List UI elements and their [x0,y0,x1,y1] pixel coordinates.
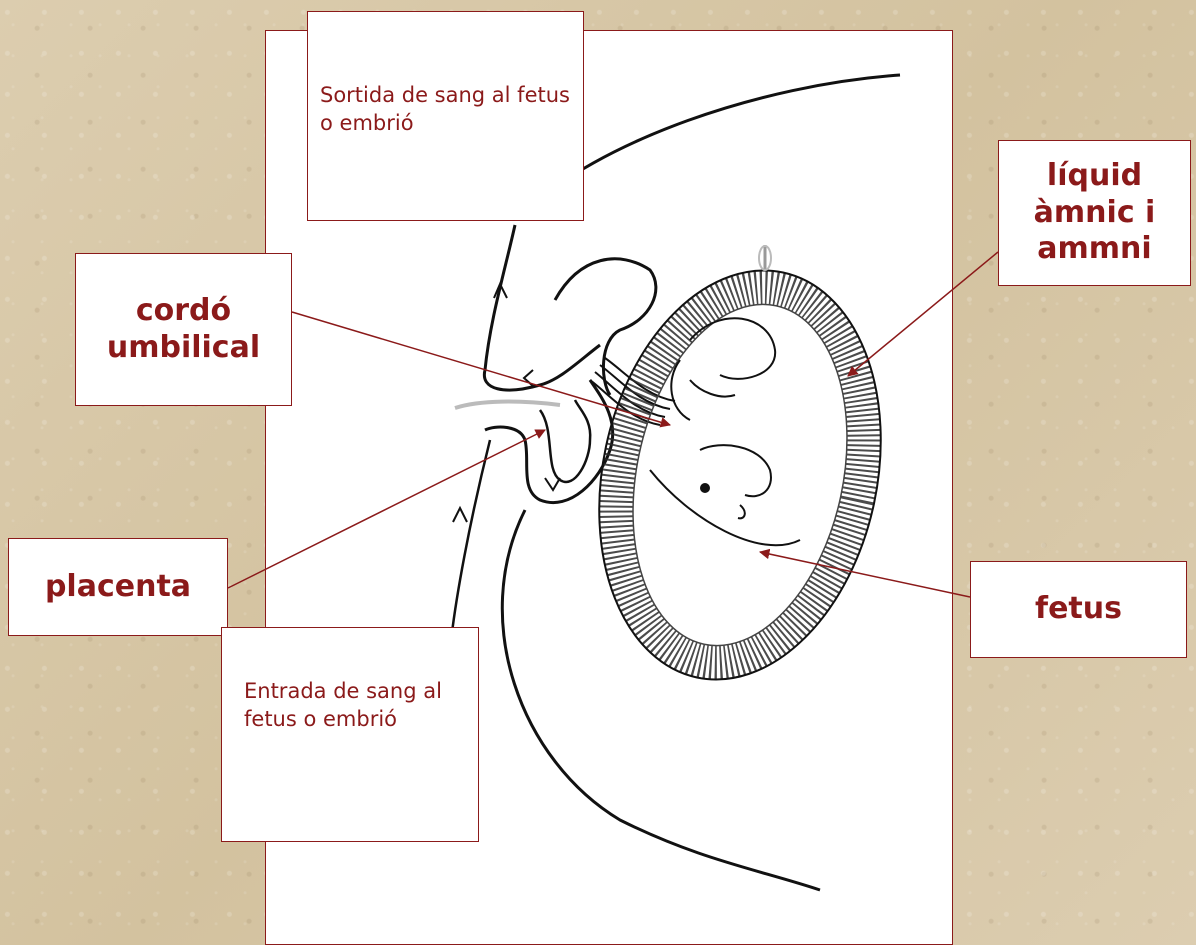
flow-arrow-up [493,281,508,299]
placenta-inner [538,399,592,484]
label-fetus-text: fetus [1035,591,1122,627]
vessel-fold [553,257,658,396]
label-entrada-sang: Entrada de sang al fetus o embrió [221,627,479,842]
flow-arrow-in [452,505,468,523]
label-liquid-text: líquid àmnic i ammni [1033,158,1156,267]
amniotic-sac-outer-line [598,269,882,681]
faint-tissue [454,399,561,410]
label-fetus: fetus [970,561,1187,658]
uterine-wall-left [448,439,492,651]
label-sortida-text: Sortida de sang al fetus o embrió [320,83,570,135]
label-placenta: placenta [8,538,228,636]
fetus-drawing [649,317,801,547]
label-cordo-umbilical: cordó umbilical [75,253,292,406]
flow-arrow-down [544,477,561,492]
pointer-liquid [847,251,999,377]
label-placenta-text: placenta [44,568,192,604]
label-sortida-sang: Sortida de sang al fetus o embrió [307,11,584,221]
uterine-wall-bottom-arc [500,509,821,892]
pointer-cordo [291,311,672,428]
pointer-fetus [758,548,971,598]
uterine-wall-top [482,224,601,392]
amniotic-sac-ring [599,270,881,680]
pointer-placenta [227,429,546,589]
amniotic-sac-inner-line [632,303,848,647]
label-entrada-text: Entrada de sang al fetus o embrió [244,679,442,731]
label-cordo-text: cordó umbilical [106,292,261,365]
label-liquid-amnic: líquid àmnic i ammni [998,140,1191,286]
